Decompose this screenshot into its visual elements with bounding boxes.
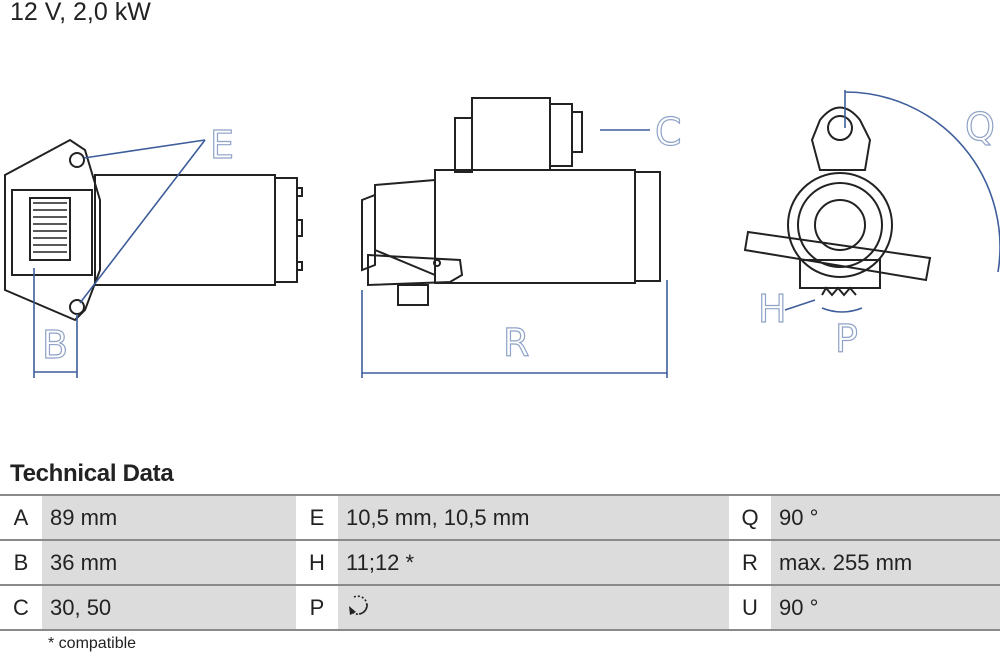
label-e: E bbox=[210, 123, 234, 167]
value-h: 11;12 * bbox=[338, 539, 729, 586]
key-e: E bbox=[296, 494, 338, 541]
footnote: * compatible bbox=[48, 635, 137, 652]
key-b: B bbox=[0, 539, 42, 586]
product-title: 12 V, 2,0 kW bbox=[10, 0, 151, 26]
key-p: P bbox=[296, 584, 338, 631]
value-r: max. 255 mm bbox=[771, 539, 1000, 586]
key-h: H bbox=[296, 539, 338, 586]
label-r: R bbox=[503, 321, 529, 365]
diagram-labels: E C Q B R H P bbox=[41, 104, 995, 367]
side-view bbox=[361, 97, 661, 306]
rotation-counterclockwise-icon bbox=[349, 594, 368, 615]
value-u: 90 ° bbox=[771, 584, 1000, 631]
label-h: H bbox=[758, 287, 787, 331]
label-b: B bbox=[42, 323, 68, 367]
technical-data-table: A 89 mm E 10,5 mm, 10,5 mm Q 90 ° B 36 m… bbox=[0, 494, 1000, 631]
starter-motor-drawing: E C Q B R H P bbox=[4, 90, 1000, 378]
value-a: 89 mm bbox=[42, 494, 296, 541]
label-q: Q bbox=[965, 105, 995, 149]
table-row: B 36 mm H 11;12 * R max. 255 mm bbox=[0, 539, 1000, 586]
value-q: 90 ° bbox=[771, 494, 1000, 541]
front-view bbox=[4, 138, 303, 322]
key-a: A bbox=[0, 494, 42, 541]
end-view bbox=[743, 106, 932, 297]
label-p: P bbox=[835, 317, 858, 361]
key-c: C bbox=[0, 584, 42, 631]
dimension-lines bbox=[33, 90, 1000, 378]
section-title: Technical Data bbox=[10, 460, 174, 487]
key-q: Q bbox=[729, 494, 771, 541]
label-c: C bbox=[655, 110, 682, 154]
key-u: U bbox=[729, 584, 771, 631]
table-row: A 89 mm E 10,5 mm, 10,5 mm Q 90 ° bbox=[0, 494, 1000, 541]
key-r: R bbox=[729, 539, 771, 586]
value-p bbox=[338, 584, 729, 631]
value-b: 36 mm bbox=[42, 539, 296, 586]
value-e: 10,5 mm, 10,5 mm bbox=[338, 494, 729, 541]
value-c: 30, 50 bbox=[42, 584, 296, 631]
table-row: C 30, 50 P U 90 ° bbox=[0, 584, 1000, 631]
